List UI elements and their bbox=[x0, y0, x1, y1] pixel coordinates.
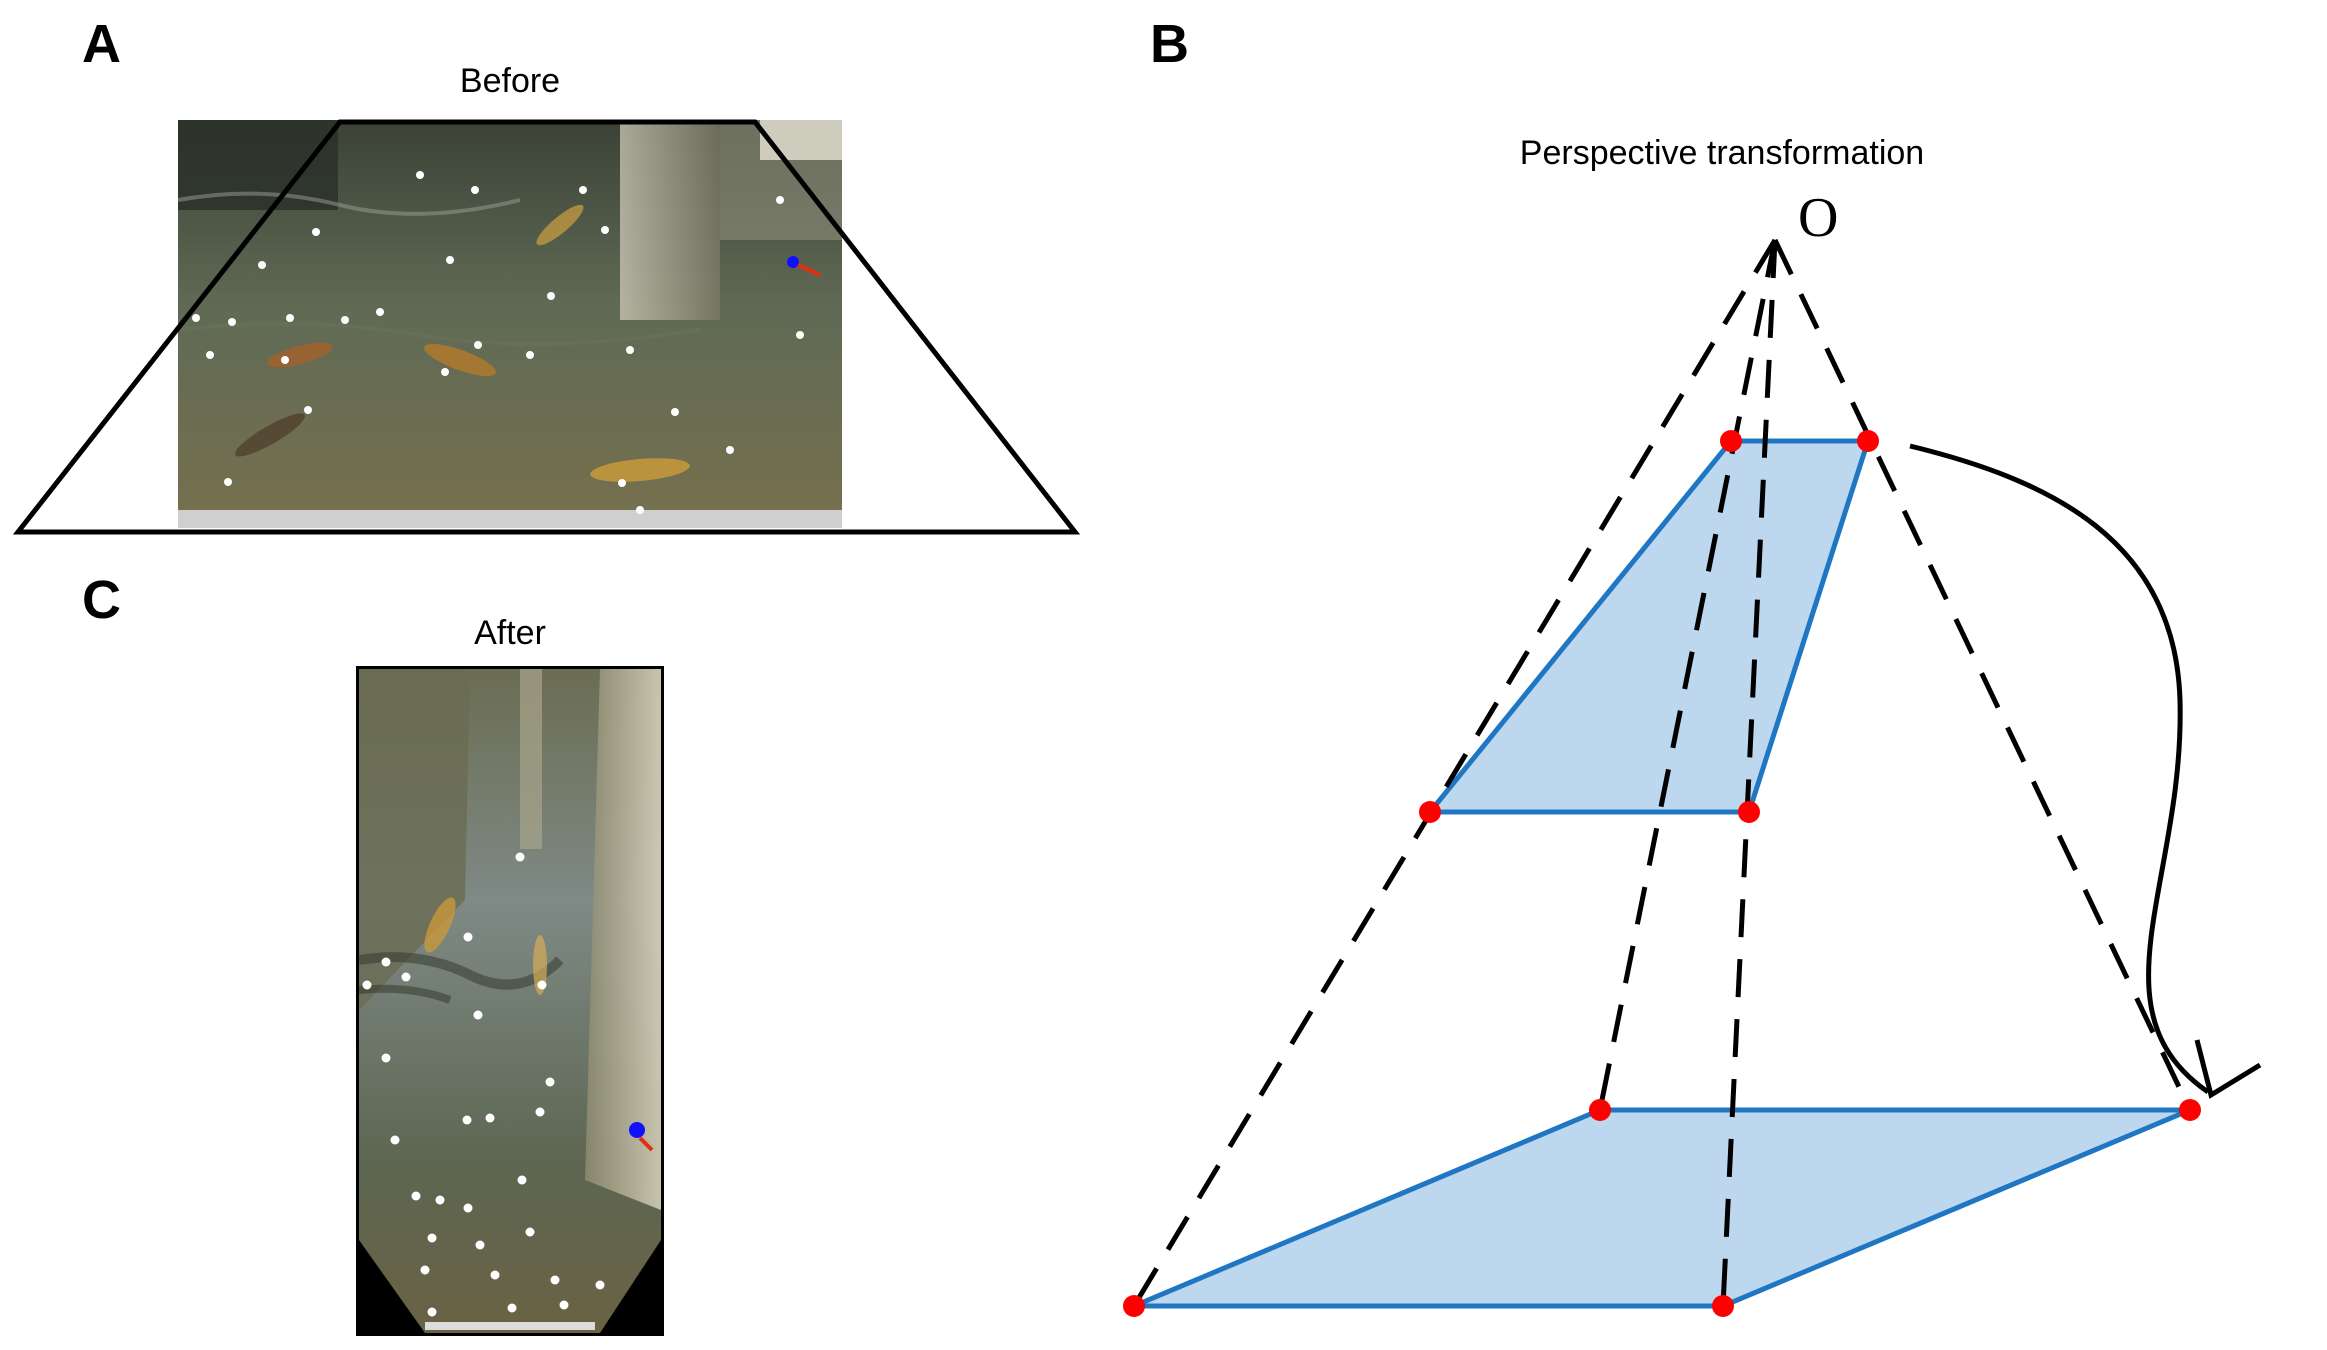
top-plane bbox=[1424, 438, 1872, 815]
target-marker-after bbox=[629, 1122, 645, 1138]
after-photo bbox=[356, 666, 664, 1336]
fish-markers-after bbox=[362, 852, 605, 1317]
projection-rays bbox=[1131, 238, 2193, 1308]
panel-b-letter: B bbox=[1150, 14, 1189, 74]
panel-c-caption: After bbox=[474, 614, 546, 652]
before-photo bbox=[177, 120, 842, 528]
panel-b-caption: Perspective transformation bbox=[1520, 134, 1924, 172]
panel-b: B Perspective transformation O bbox=[1123, 14, 2262, 1317]
panel-c: C After bbox=[82, 570, 664, 1336]
transform-arrow-head bbox=[2194, 1039, 2262, 1099]
before-trapezoid bbox=[12, 119, 1081, 535]
fish-markers-before bbox=[192, 171, 804, 514]
bottom-plane bbox=[1133, 1107, 2191, 1309]
panel-a-caption: Before bbox=[460, 62, 560, 100]
vertex-bottom-1 bbox=[1589, 1099, 1611, 1121]
vertex-bottom-4 bbox=[1712, 1295, 1734, 1317]
vertex-top-2 bbox=[1857, 430, 1879, 452]
vertex-top-3 bbox=[1419, 801, 1441, 823]
vertex-markers bbox=[1123, 430, 2201, 1317]
target-marker-before bbox=[787, 256, 799, 268]
vertex-bottom-3 bbox=[1123, 1295, 1145, 1317]
vertex-bottom-2 bbox=[2179, 1099, 2201, 1121]
panel-a-letter: A bbox=[82, 14, 121, 74]
origin-label: O bbox=[1798, 187, 1838, 249]
vertex-top-4 bbox=[1738, 801, 1760, 823]
panel-a: A Before bbox=[12, 14, 1081, 535]
vertex-top-1 bbox=[1720, 430, 1742, 452]
panel-c-letter: C bbox=[82, 570, 121, 630]
transform-arrow bbox=[1909, 443, 2210, 1095]
